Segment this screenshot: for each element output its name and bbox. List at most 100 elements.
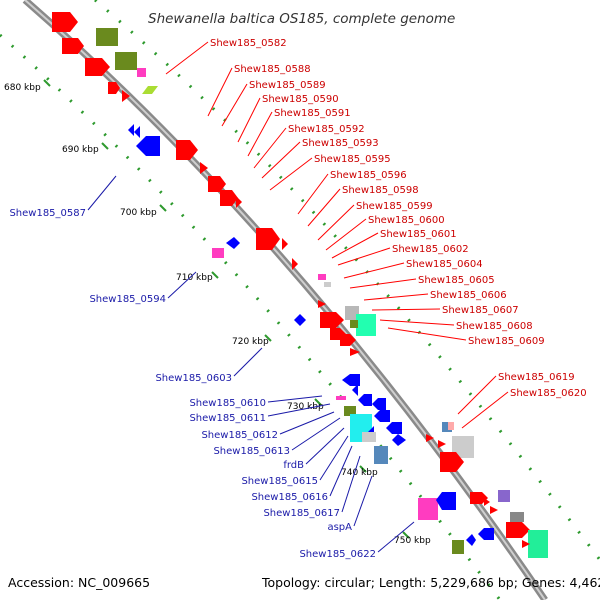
gene-box [442, 422, 452, 432]
gene-arrow [282, 238, 288, 250]
tick-marks [43, 79, 410, 539]
gene-label-forward[interactable]: Shew185_0606 [430, 290, 507, 301]
tick-mark [402, 531, 410, 539]
gene-label-reverse[interactable]: Shew185_0611 [189, 413, 266, 424]
tick-mark [101, 142, 109, 150]
tick-label: 730 kbp [287, 402, 324, 412]
tick-mark [359, 465, 367, 473]
gene-arrow [226, 237, 240, 249]
tick-mark [211, 271, 219, 279]
gene-label-reverse[interactable]: Shew185_0610 [189, 398, 266, 409]
gene-label-forward[interactable]: Shew185_0604 [406, 259, 483, 270]
gene-label-reverse[interactable]: aspA [327, 522, 352, 533]
gene-arrow [176, 140, 198, 160]
gene-label-reverse[interactable]: Shew185_0622 [299, 549, 376, 560]
gene-arrow [374, 410, 390, 422]
gene-label-forward[interactable]: Shew185_0602 [392, 244, 469, 255]
tick-label: 700 kbp [120, 208, 157, 218]
gene-arrow [426, 434, 434, 442]
gene-label-forward[interactable]: Shew185_0595 [314, 154, 391, 165]
gene-label-forward[interactable]: Shew185_0593 [302, 138, 379, 149]
gene-label-forward[interactable]: Shew185_0599 [356, 201, 433, 212]
reverse-genes [128, 124, 494, 554]
tick-mark [264, 334, 272, 342]
gene-box [318, 274, 326, 280]
gene-label-reverse[interactable]: frdB [283, 460, 304, 471]
gene-label-forward[interactable]: Shew185_0600 [368, 215, 445, 226]
gene-label-forward[interactable]: Shew185_0620 [510, 388, 587, 399]
gene-label-reverse[interactable]: Shew185_0613 [213, 446, 290, 457]
gene-label-forward[interactable]: Shew185_0601 [380, 229, 457, 240]
gene-label-reverse[interactable]: Shew185_0612 [201, 430, 278, 441]
gene-arrow [350, 348, 360, 356]
gene-box [498, 490, 510, 502]
gene-arrow [478, 528, 494, 540]
gene-arrow [352, 384, 358, 396]
gene-box [137, 68, 146, 77]
gene-label-forward[interactable]: Shew185_0590 [262, 94, 339, 105]
accession-text: Accession: NC_009665 [8, 575, 150, 590]
gene-box [510, 512, 524, 522]
gene-box [336, 396, 346, 400]
gene-arrow [136, 136, 160, 156]
gene-box [212, 248, 224, 258]
gene-box [324, 282, 331, 287]
gene-arrow [220, 190, 238, 206]
topology-text: Topology: circular; Length: 5,229,686 bp… [261, 575, 600, 590]
gene-label-forward[interactable]: Shew185_0619 [498, 372, 575, 383]
tick-label: 740 kbp [341, 468, 378, 478]
gene-label-forward[interactable]: Shew185_0608 [456, 321, 533, 332]
gene-arrow [438, 440, 446, 448]
gene-arrow [256, 228, 280, 250]
gene-box [452, 436, 474, 458]
gene-arrow [484, 498, 490, 506]
gene-arrow [470, 492, 488, 504]
gene-label-reverse[interactable]: Shew185_0616 [251, 492, 328, 503]
forward-genes [52, 12, 548, 558]
reverse-leaders [87, 175, 415, 553]
gene-label-reverse[interactable]: Shew185_0617 [263, 508, 340, 519]
gene-label-forward[interactable]: Shew185_0596 [330, 170, 407, 181]
gene-box [374, 446, 388, 464]
gene-label-forward[interactable]: Shew185_0607 [442, 305, 519, 316]
gene-box [362, 432, 376, 442]
tick-label: 710 kbp [176, 273, 213, 283]
gene-box [115, 52, 137, 70]
gene-label-reverse[interactable]: Shew185_0594 [89, 294, 166, 305]
gene-arrow [440, 452, 464, 472]
gene-label-forward[interactable]: Shew185_0598 [342, 185, 419, 196]
gene-label-forward[interactable]: Shew185_0605 [418, 275, 495, 286]
gene-arrow [358, 394, 372, 406]
gene-label-reverse[interactable]: Shew185_0603 [155, 373, 232, 384]
gene-arrow [436, 492, 456, 510]
gene-arrow [128, 124, 134, 136]
gene-arrow [62, 38, 84, 54]
gene-arrow [208, 176, 226, 192]
tick-label: 750 kbp [394, 536, 431, 546]
gene-box [96, 28, 118, 46]
gene-arrow [122, 90, 130, 102]
gene-label-reverse[interactable]: Shew185_0615 [241, 476, 318, 487]
gene-box [528, 530, 548, 558]
gene-label-reverse[interactable]: Shew185_0587 [9, 208, 86, 219]
gene-box [418, 498, 438, 520]
gene-arrow [342, 374, 360, 386]
gene-box [452, 540, 464, 554]
gene-label-forward[interactable]: Shew185_0588 [234, 64, 311, 75]
gene-label-forward[interactable]: Shew185_0609 [468, 336, 545, 347]
tick-mark [314, 398, 322, 406]
gene-arrow [320, 312, 344, 328]
gene-arrow [292, 258, 298, 270]
gene-arrow [392, 434, 406, 446]
gene-label-forward[interactable]: Shew185_0592 [288, 124, 365, 135]
gene-label-forward[interactable]: Shew185_0591 [274, 108, 351, 119]
gene-arrow [522, 540, 530, 548]
gene-label-forward[interactable]: Shew185_0582 [210, 38, 287, 49]
gene-label-forward[interactable]: Shew185_0589 [249, 80, 326, 91]
gene-arrow [142, 86, 158, 94]
map-title: Shewanella baltica OS185, complete genom… [148, 11, 455, 27]
gene-box [448, 422, 454, 430]
gene-arrow [372, 398, 386, 410]
